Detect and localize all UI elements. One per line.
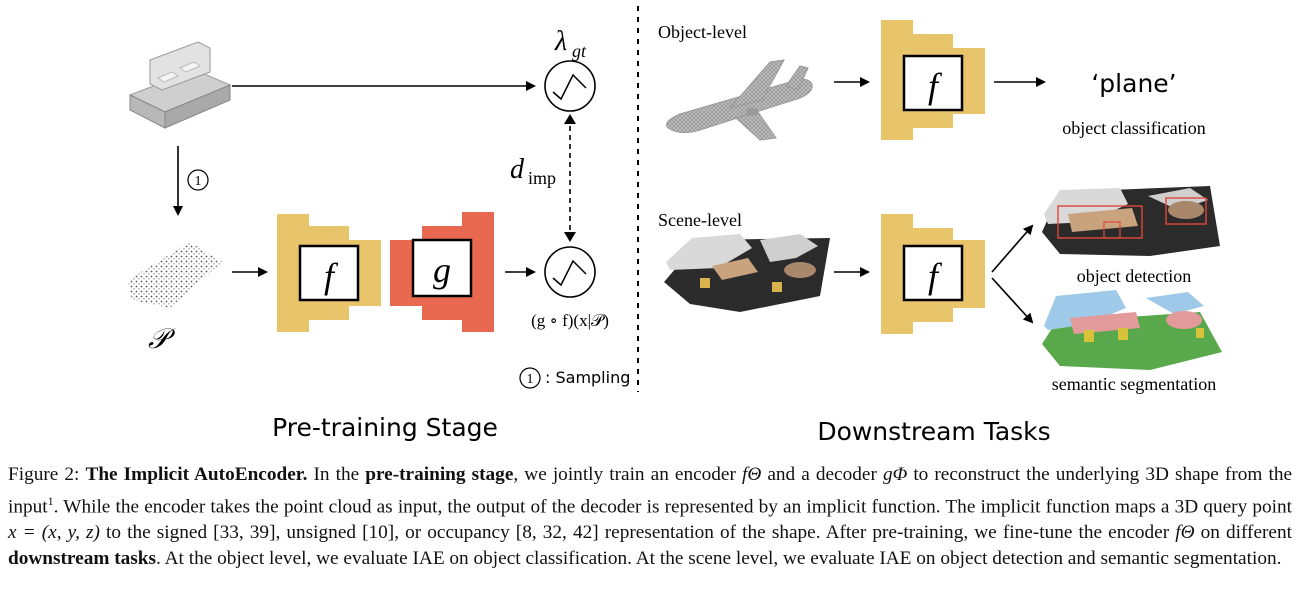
encoder-block: [277, 214, 381, 332]
caption-f-theta-2: fΘ: [1175, 522, 1195, 544]
segmentation-scene: [1042, 290, 1222, 370]
dimp-subscript: imp: [528, 168, 556, 188]
caption-footnote: 1: [47, 494, 54, 508]
object-classification-label: object classification: [1062, 118, 1205, 138]
caption-text-4: to reconstruct the underlying 3D shape f…: [8, 464, 1293, 518]
caption-text-7: on different: [1194, 522, 1292, 544]
caption-pretrain: pre-training stage: [365, 464, 514, 485]
to-segmentation-arrow: [991, 277, 1034, 324]
caption-f-theta: fΘ: [741, 464, 762, 485]
lambda-label: λ: [554, 26, 567, 57]
lambda-gt-circle: [544, 60, 596, 112]
caption-title: The Implicit AutoEncoder.: [85, 464, 308, 485]
airplane-icon: [666, 59, 813, 141]
point-cloud-icon: [128, 242, 222, 308]
detection-scene: [1042, 186, 1220, 256]
caption-text-5: . While the encoder takes the point clou…: [53, 496, 1292, 518]
sampling-circled-one-text: 1: [195, 174, 202, 189]
output-circle: [544, 246, 596, 298]
caption-text-8: . At the object level, we evaluate IAE o…: [156, 548, 1282, 570]
decoder-symbol: g: [433, 250, 451, 290]
caption-g-phi: gΦ: [882, 464, 908, 485]
caption-text-1: In the: [307, 464, 366, 485]
legend-circled-one-text: 1: [527, 372, 534, 387]
pointcloud-label: 𝒫: [148, 324, 176, 355]
decoder-block: [390, 212, 494, 332]
semantic-segmentation-label: semantic segmentation: [1052, 374, 1216, 394]
dimp-arrow-up: [564, 114, 576, 124]
to-detection-arrow: [991, 224, 1034, 273]
pretrain-stage-label: Pre-training Stage: [272, 413, 498, 442]
output-label: (g ∘ f)(x|𝒫): [531, 311, 609, 330]
sampling-circled-one: [187, 169, 209, 191]
caption-downstream: downstream tasks: [8, 548, 157, 570]
scene-encoder-block: [881, 214, 985, 334]
lambda-subscript: gt: [572, 41, 587, 61]
legend-text: : Sampling: [545, 368, 630, 387]
plane-output: ‘plane’: [1091, 69, 1176, 98]
object-encoder-block: [881, 20, 985, 140]
caption-text-3: and a decoder: [761, 464, 883, 485]
figure-diagram: λ gt d imp 1 𝒫 f g (g ∘ f)(x|𝒫) 1 : Sam: [128, 6, 1222, 446]
scene-level-label: Scene-level: [658, 210, 742, 230]
bed-icon: [128, 41, 232, 129]
downstream-stage-label: Downstream Tasks: [817, 417, 1050, 446]
object-detection-label: object detection: [1077, 266, 1191, 286]
caption-prefix: Figure 2:: [8, 464, 86, 485]
caption-x-eq: x = (x, y, z): [8, 522, 100, 544]
caption-text-6: to the signed [33, 39], unsigned [10], o…: [99, 522, 1176, 544]
figure-caption: Figure 2: The Implicit AutoEncoder. In t…: [8, 462, 1292, 572]
legend-circled-one: [519, 367, 541, 389]
object-level-label: Object-level: [658, 22, 747, 42]
dimp-label: d: [510, 154, 525, 185]
scene-point-cloud: [664, 234, 830, 312]
dimp-arrow-down: [564, 232, 576, 242]
caption-text-2: , we jointly train an encoder: [513, 464, 742, 485]
